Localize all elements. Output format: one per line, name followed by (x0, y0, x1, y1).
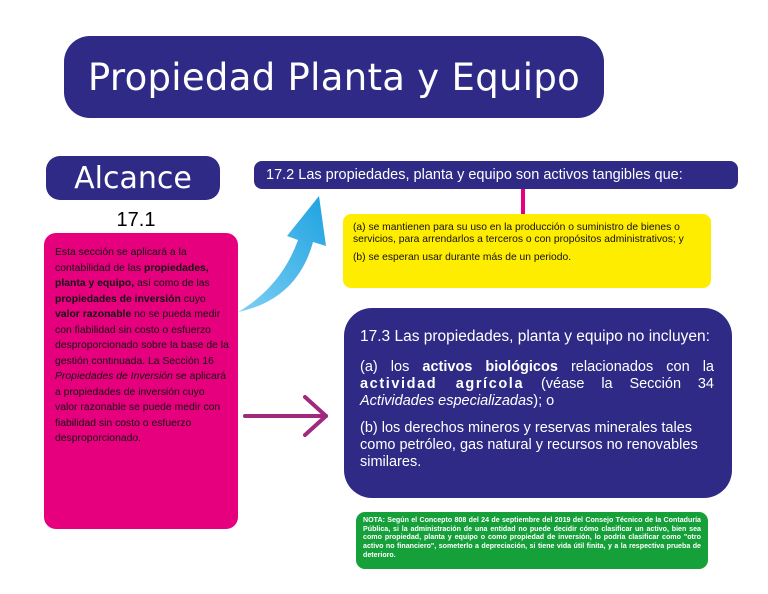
section-172-box: (a) se mantienen para su uso en la produ… (343, 214, 711, 288)
text: así como de las (134, 278, 210, 289)
italic-text: Actividades especializadas (360, 393, 534, 409)
alcance-box: Esta sección se aplicará a la contabilid… (44, 233, 238, 529)
item-b: (b) se esperan usar durante más de un pe… (353, 252, 572, 263)
section-173-box: 17.3 Las propiedades, planta y equipo no… (344, 308, 732, 498)
text: Esta sección se aplicará a la contabilid… (55, 247, 187, 274)
text: cuyo (180, 293, 206, 305)
section-172-heading: 17.2 Las propiedades, planta y equipo so… (254, 161, 738, 189)
item-a: (a) se mantienen para su uso en la produ… (353, 222, 684, 245)
item-a: (a) los activos biológicos relacionados … (360, 359, 714, 410)
right-arrow (243, 395, 328, 437)
text: (véase la Sección 34 (524, 376, 714, 392)
italic-text: Propiedades de Inversión (55, 371, 173, 382)
section-number: 17.1 (116, 209, 156, 231)
bold-text: propiedades, planta y equipo, (55, 262, 209, 290)
item-b: (b) los derechos mineros y reservas mine… (360, 420, 698, 470)
bold-text: actividad agrícola (360, 376, 525, 392)
bold-text: valor razonable (55, 309, 132, 320)
text: no se pueda medir con fiabilidad sin cos… (55, 309, 229, 367)
curved-arrow (238, 196, 326, 312)
text: ); o (533, 393, 555, 409)
text: (a) los (360, 359, 423, 375)
bold-text: propiedades de inversión (55, 293, 181, 305)
text: se aplicará a propiedades de inversión c… (55, 371, 226, 444)
section-173-heading: 17.3 Las propiedades, planta y equipo no… (360, 328, 710, 345)
nota-box: NOTA: Según el Concepto 808 del 24 de se… (356, 512, 708, 569)
page-title: Propiedad Planta y Equipo (64, 36, 604, 118)
alcance-label: Alcance (46, 156, 220, 200)
bold-text: activos biológicos (422, 359, 558, 375)
text: relacionados con la (557, 359, 714, 375)
